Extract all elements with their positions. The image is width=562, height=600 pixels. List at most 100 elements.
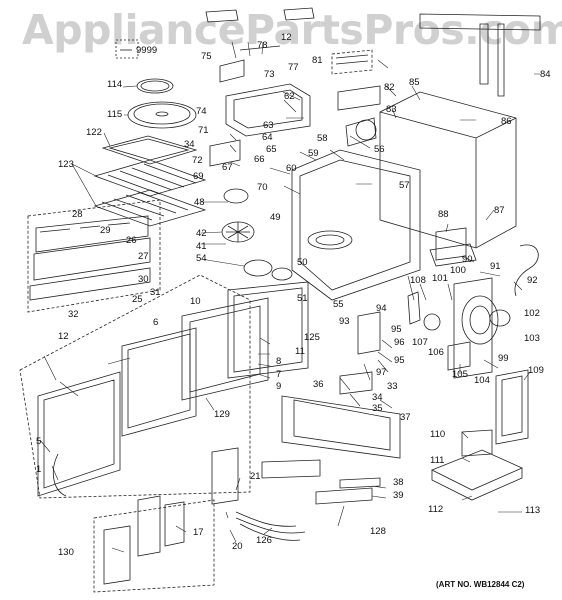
callout-label: 83 — [386, 104, 397, 115]
callout-label: 37 — [400, 412, 411, 423]
callout-label: 111 — [430, 455, 445, 466]
callout-label: 54 — [196, 253, 207, 264]
leader-lines — [39, 41, 540, 553]
callout-label: 57 — [399, 180, 410, 191]
callout-label: 77 — [288, 62, 299, 73]
callout-label: 103 — [524, 333, 540, 344]
callout-label: 69 — [193, 171, 204, 182]
callout-label: 30 — [138, 274, 149, 285]
callout-label: 35 — [372, 403, 383, 414]
watermark: AppliancePartsPros.com — [22, 6, 562, 54]
callout-label: 67 — [222, 162, 233, 173]
callout-label: 9 — [276, 381, 282, 392]
callout-label: 34 — [372, 392, 383, 403]
part-wire-racks — [93, 159, 207, 227]
callout-label: 107 — [412, 337, 428, 348]
callout-label: 21 — [250, 471, 261, 482]
callout-label: 60 — [286, 163, 297, 174]
callout-label: 17 — [193, 527, 204, 538]
callout-label: 73 — [264, 69, 275, 80]
callout-label: 84 — [540, 69, 551, 80]
callout-label: 6 — [153, 317, 159, 328]
callout-label: 58 — [317, 133, 328, 144]
callout-label: 5 — [36, 436, 42, 447]
callout-label: 38 — [393, 477, 404, 488]
callout-label: 115 — [107, 109, 123, 120]
callout-label: 72 — [192, 155, 203, 166]
part-waveguide-motor — [221, 188, 293, 281]
part-control-board — [93, 447, 239, 593]
callout-label: 51 — [297, 293, 308, 304]
callout-label: 32 — [68, 309, 79, 320]
callout-label: 85 — [409, 77, 420, 88]
callout-label: 101 — [432, 273, 448, 284]
callout-label: 108 — [410, 275, 426, 286]
callout-label: 56 — [374, 144, 385, 155]
callout-label: 63 — [263, 120, 274, 131]
callout-label: 34 — [184, 139, 195, 150]
callout-label: 104 — [474, 375, 490, 386]
callout-label: 9999 — [136, 45, 158, 56]
callout-label: 112 — [428, 504, 444, 515]
callout-label: 106 — [428, 347, 444, 358]
callout-label: 71 — [198, 125, 209, 136]
part-cord — [514, 244, 539, 297]
callout-label: 49 — [270, 212, 281, 223]
part-hv-transformer — [431, 429, 523, 501]
callout-label: 11 — [295, 346, 305, 357]
callout-label: 92 — [527, 275, 538, 286]
callout-label: 125 — [304, 332, 320, 343]
part-wire-harness — [235, 511, 306, 541]
part-door-switch-bracket — [357, 291, 471, 371]
callout-label: 12 — [281, 32, 292, 43]
callout-label: 36 — [313, 379, 324, 390]
callout-label: 10 — [190, 296, 201, 307]
callout-label: 27 — [138, 251, 149, 262]
part-control-panel — [27, 199, 161, 313]
callout-label: 122 — [86, 127, 102, 138]
callout-label: 93 — [339, 316, 350, 327]
part-fan-motor — [423, 277, 511, 379]
callout-label: 70 — [257, 182, 268, 193]
part-base-plate — [281, 371, 401, 459]
callout-label: 95 — [391, 324, 402, 335]
callout-label: 100 — [450, 265, 466, 276]
callout-label: 41 — [196, 241, 207, 252]
callout-label: 88 — [438, 209, 449, 220]
callout-label: 50 — [297, 257, 308, 268]
callout-label: 96 — [394, 337, 405, 348]
part-turntable-ring — [136, 78, 174, 94]
callout-label: 20 — [232, 541, 243, 552]
callout-label: 126 — [256, 535, 272, 546]
callout-label: 74 — [196, 106, 207, 117]
callout-label: 109 — [528, 365, 544, 376]
callout-label: 113 — [525, 505, 541, 516]
callout-label: 25 — [132, 294, 143, 305]
part-vent-grille — [29, 267, 151, 301]
callout-label: 55 — [333, 299, 344, 310]
callout-label: 129 — [214, 409, 230, 420]
callout-label: 94 — [376, 303, 387, 314]
part-outer-case — [379, 13, 541, 249]
callout-label: 31 — [150, 287, 161, 298]
part-door-frame — [181, 281, 309, 401]
part-vent-louvers — [331, 49, 381, 147]
callout-label: 66 — [254, 154, 265, 165]
callout-label: 1 — [36, 464, 42, 475]
part-transformer — [429, 227, 477, 267]
part-flat-rack — [101, 135, 198, 165]
callout-label: 64 — [262, 132, 273, 143]
callout-label: 62 — [284, 91, 295, 102]
part-blower-assembly — [205, 7, 315, 167]
callout-label: 81 — [312, 55, 323, 66]
callout-label: 75 — [201, 51, 212, 62]
callout-label: 102 — [524, 308, 540, 319]
part-glass-tray — [127, 101, 197, 129]
callout-label: 29 — [100, 225, 111, 236]
callout-label: 90 — [462, 254, 473, 265]
art-number: (ART NO. WB12844 C2) — [436, 580, 525, 589]
callout-label: 78 — [257, 40, 268, 51]
part-door-assembly — [19, 274, 251, 499]
